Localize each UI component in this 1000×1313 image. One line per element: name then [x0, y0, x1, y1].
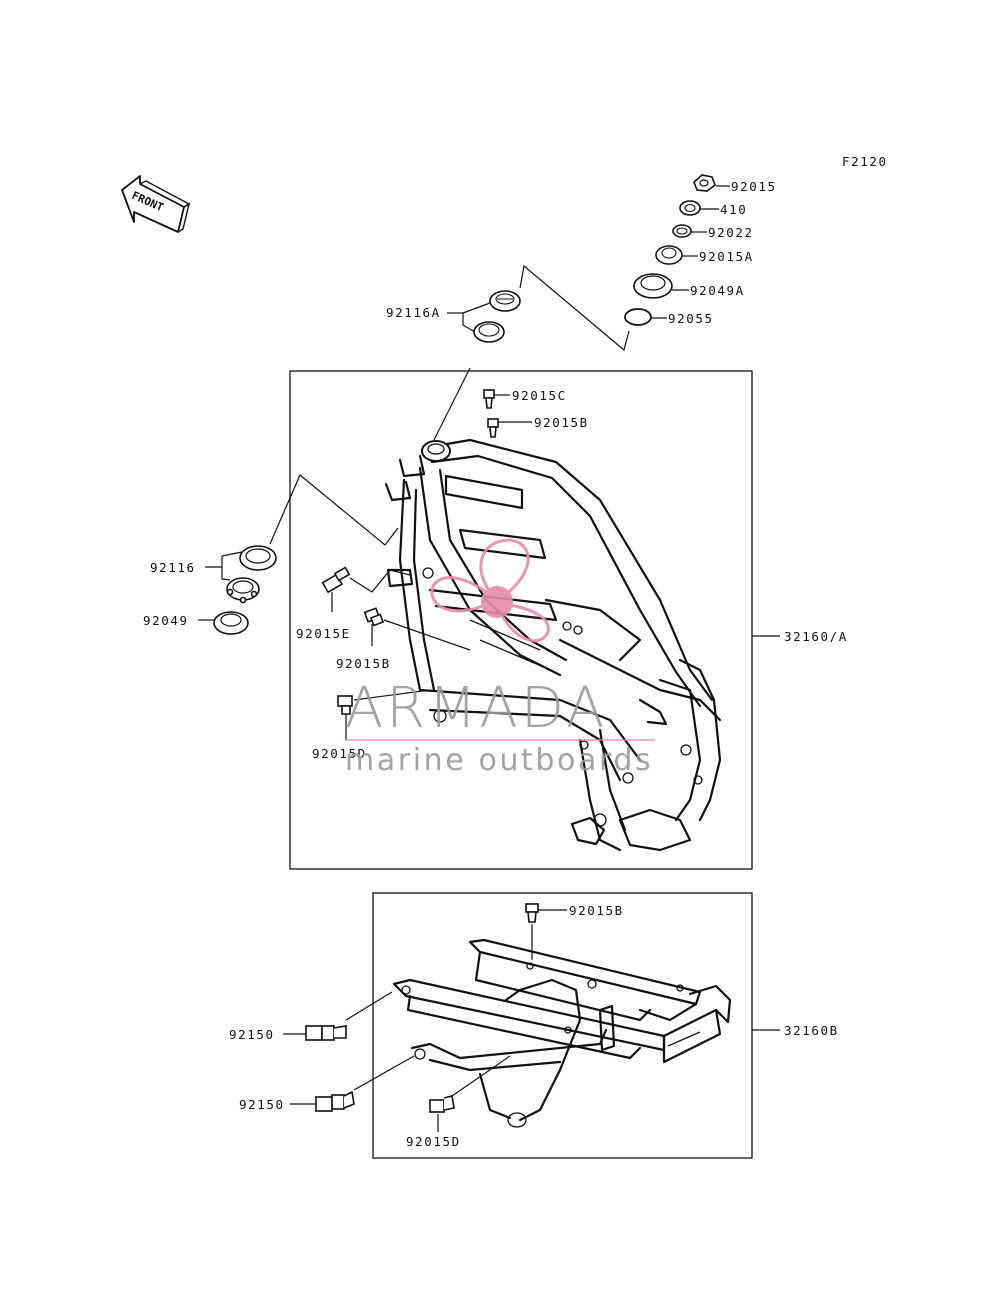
label-92015D-upper: 92015D	[312, 746, 367, 761]
seal-92049-part	[213, 611, 249, 635]
bolt-92015D-lower-part	[429, 1095, 455, 1113]
label-92049: 92049	[143, 613, 189, 628]
washer-92022-part	[672, 224, 692, 238]
label-92015C: 92015C	[512, 388, 567, 403]
label-92022: 92022	[708, 225, 754, 240]
watermark: ARMADA marine outboards	[345, 538, 655, 778]
bolt-92015C-part	[483, 389, 495, 409]
watermark-tagline: marine outboards	[345, 743, 653, 778]
frame-32160B-box	[372, 892, 753, 1159]
washer-410-part	[679, 200, 701, 216]
label-32160A: 32160/A	[784, 629, 848, 644]
armada-logo-icon	[430, 538, 550, 643]
label-92015B-upper: 92015B	[534, 415, 589, 430]
bolt-92150-lower-part	[315, 1090, 355, 1112]
bolt-92015B-mid-part	[363, 607, 385, 627]
label-92015B-lower: 92015B	[569, 903, 624, 918]
watermark-brand: ARMADA	[345, 676, 607, 741]
label-92049A: 92049A	[690, 283, 745, 298]
label-92015B-mid: 92015B	[336, 656, 391, 671]
sub-frame-part	[392, 938, 732, 1128]
steering-stack: 92015 410 92022 92015A 92049A 92055	[624, 174, 777, 326]
label-92116A: 92116A	[386, 305, 441, 320]
frame-32160A-box	[289, 370, 753, 870]
bolt-92015B-lower-part	[525, 903, 539, 923]
bolt-92015D-upper-part	[337, 695, 353, 715]
label-92150-upper: 92150	[229, 1027, 275, 1042]
nut-92015-part	[693, 174, 716, 192]
label-92015E: 92015E	[296, 626, 351, 641]
front-arrow-icon: FRONT	[121, 175, 191, 233]
figure-code: F2120	[842, 154, 888, 169]
label-92116: 92116	[150, 560, 196, 575]
label-92015: 92015	[731, 179, 777, 194]
label-32160B: 32160B	[784, 1023, 839, 1038]
main-frame-part	[384, 438, 722, 852]
label-92015A: 92015A	[699, 249, 754, 264]
label-92150-lower: 92150	[239, 1097, 285, 1112]
bolt-92015E-part	[321, 566, 351, 594]
bearing-92116A-parts	[473, 290, 521, 343]
oring-92055-part	[624, 308, 652, 326]
label-92055: 92055	[668, 311, 714, 326]
bolt-92015B-upper-part	[487, 418, 499, 438]
label-92015D-lower: 92015D	[406, 1134, 461, 1149]
label-410: 410	[720, 202, 747, 217]
bolt-92150-upper-part	[305, 1025, 347, 1041]
seal-92049A-part	[633, 273, 673, 299]
bearing-92116-parts	[226, 545, 277, 604]
nut-92015A-part	[655, 245, 683, 265]
